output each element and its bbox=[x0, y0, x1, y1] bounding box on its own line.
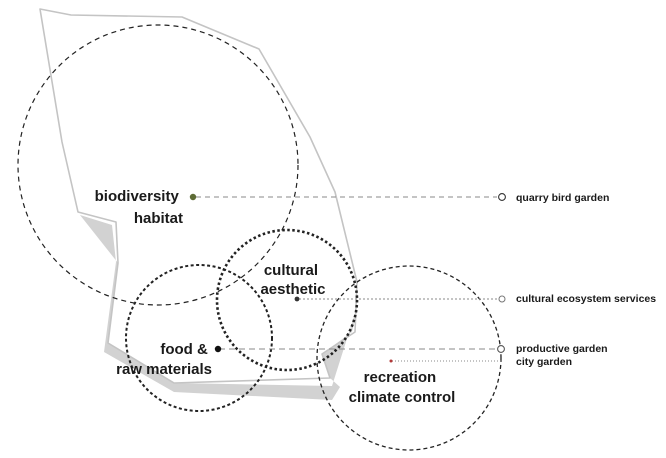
cultural-point bbox=[294, 296, 300, 302]
recreation-point bbox=[389, 359, 393, 363]
site-outline bbox=[39, 8, 358, 384]
site-outline-shadow bbox=[80, 215, 357, 400]
biodiversity-habitat-label: biodiversity habitat bbox=[95, 188, 183, 227]
biodiversity-habitat-circle bbox=[17, 24, 299, 306]
food-raw-materials-circle bbox=[125, 264, 273, 412]
city-garden-label: city garden bbox=[516, 356, 572, 368]
quarry-bird-garden-label: quarry bird garden bbox=[516, 192, 609, 204]
cultural-aesthetic-label: cultural aesthetic bbox=[260, 262, 325, 298]
productive-garden-marker bbox=[497, 345, 505, 353]
biodiversity-point bbox=[189, 193, 197, 201]
food-point bbox=[214, 345, 222, 353]
cultural-aesthetic-circle bbox=[215, 228, 359, 372]
recreation-climate-control-circle bbox=[316, 265, 502, 451]
cultural-ecosystem-services-marker bbox=[498, 295, 506, 303]
food-raw-materials-label: food & raw materials bbox=[116, 341, 212, 378]
productive-garden-label: productive garden bbox=[516, 343, 608, 355]
recreation-climate-control-label: recreation climate control bbox=[349, 369, 456, 406]
quarry-bird-garden-marker bbox=[498, 193, 506, 201]
cultural-ecosystem-services-label: cultural ecosystem services bbox=[516, 293, 656, 305]
